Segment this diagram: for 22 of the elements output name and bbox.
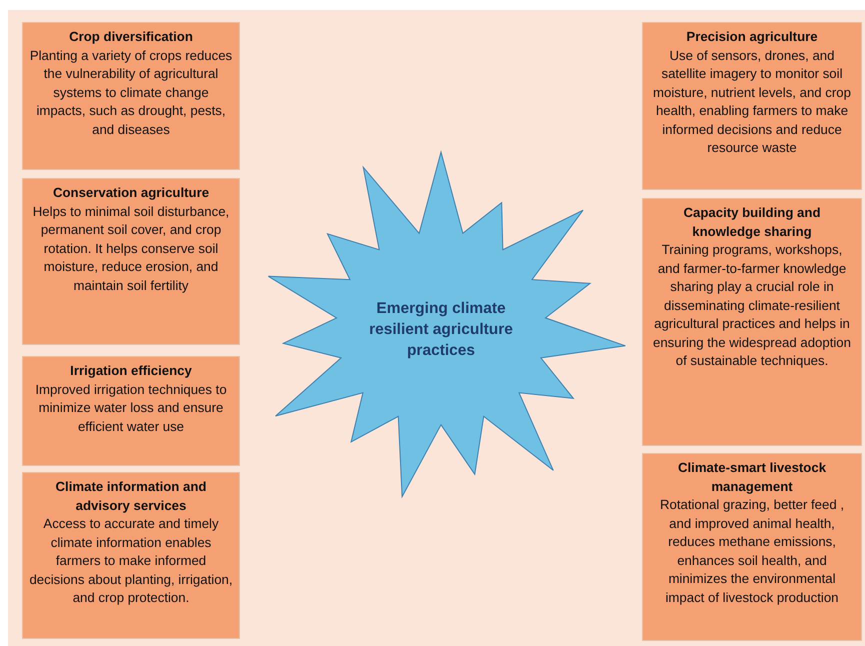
practice-card [22,22,240,170]
card-description: Improved irrigation techniques to minimize water loss and ensure efficient water use [34,380,228,436]
practice-card [642,22,862,190]
card-description: Access to accurate and timely climate information enables farmers to make informed decisions about planting, irrigation, and crop protection. [29,515,233,607]
card-description: Helps to minimal soil disturbance, permanent soil cover, and crop rotation. It helps conserve soil moisture, reduce erosion, and maintain soil fertility [32,202,230,295]
card-heading: Climate-smart livestock management [676,459,828,496]
practice-card [642,453,862,641]
card-heading: Conservation agriculture [52,184,210,202]
card-heading: Irrigation efficiency [69,362,193,380]
card-heading: Crop diversification [68,28,194,46]
practice-card [642,198,862,446]
card-description: Use of sensors, drones, and satellite imagery to monitor soil moisture, nutrient levels, and crop health, enabling farmers to make informed decisions and reduce resource waste [652,46,852,157]
card-description: Planting a variety of crops reduces the vulnerability of agricultural systems to climate change impacts, such as drought, pests, and diseases [29,46,233,138]
card-description: Rotational grazing, better feed , and improved animal health, reduces methane emissions, enhances soil health, and minimizes the environmental impact of livestock production [658,496,845,607]
practice-card [22,178,240,345]
card-description: Training programs, workshops, and farmer-to-farmer knowledge sharing play a crucial role in disseminating climate-resilient agricultural practices and helps in ensuring the widespread adoption of sustainable techniques. [652,241,852,370]
card-heading: Climate information and advisory services [54,478,208,515]
practice-card [22,356,240,466]
card-heading: Capacity building and knowledge sharing [682,204,822,241]
central-title: Emerging climate resilient agriculture practices [368,299,514,361]
card-heading: Precision agriculture [685,28,819,46]
practice-card [22,472,240,639]
